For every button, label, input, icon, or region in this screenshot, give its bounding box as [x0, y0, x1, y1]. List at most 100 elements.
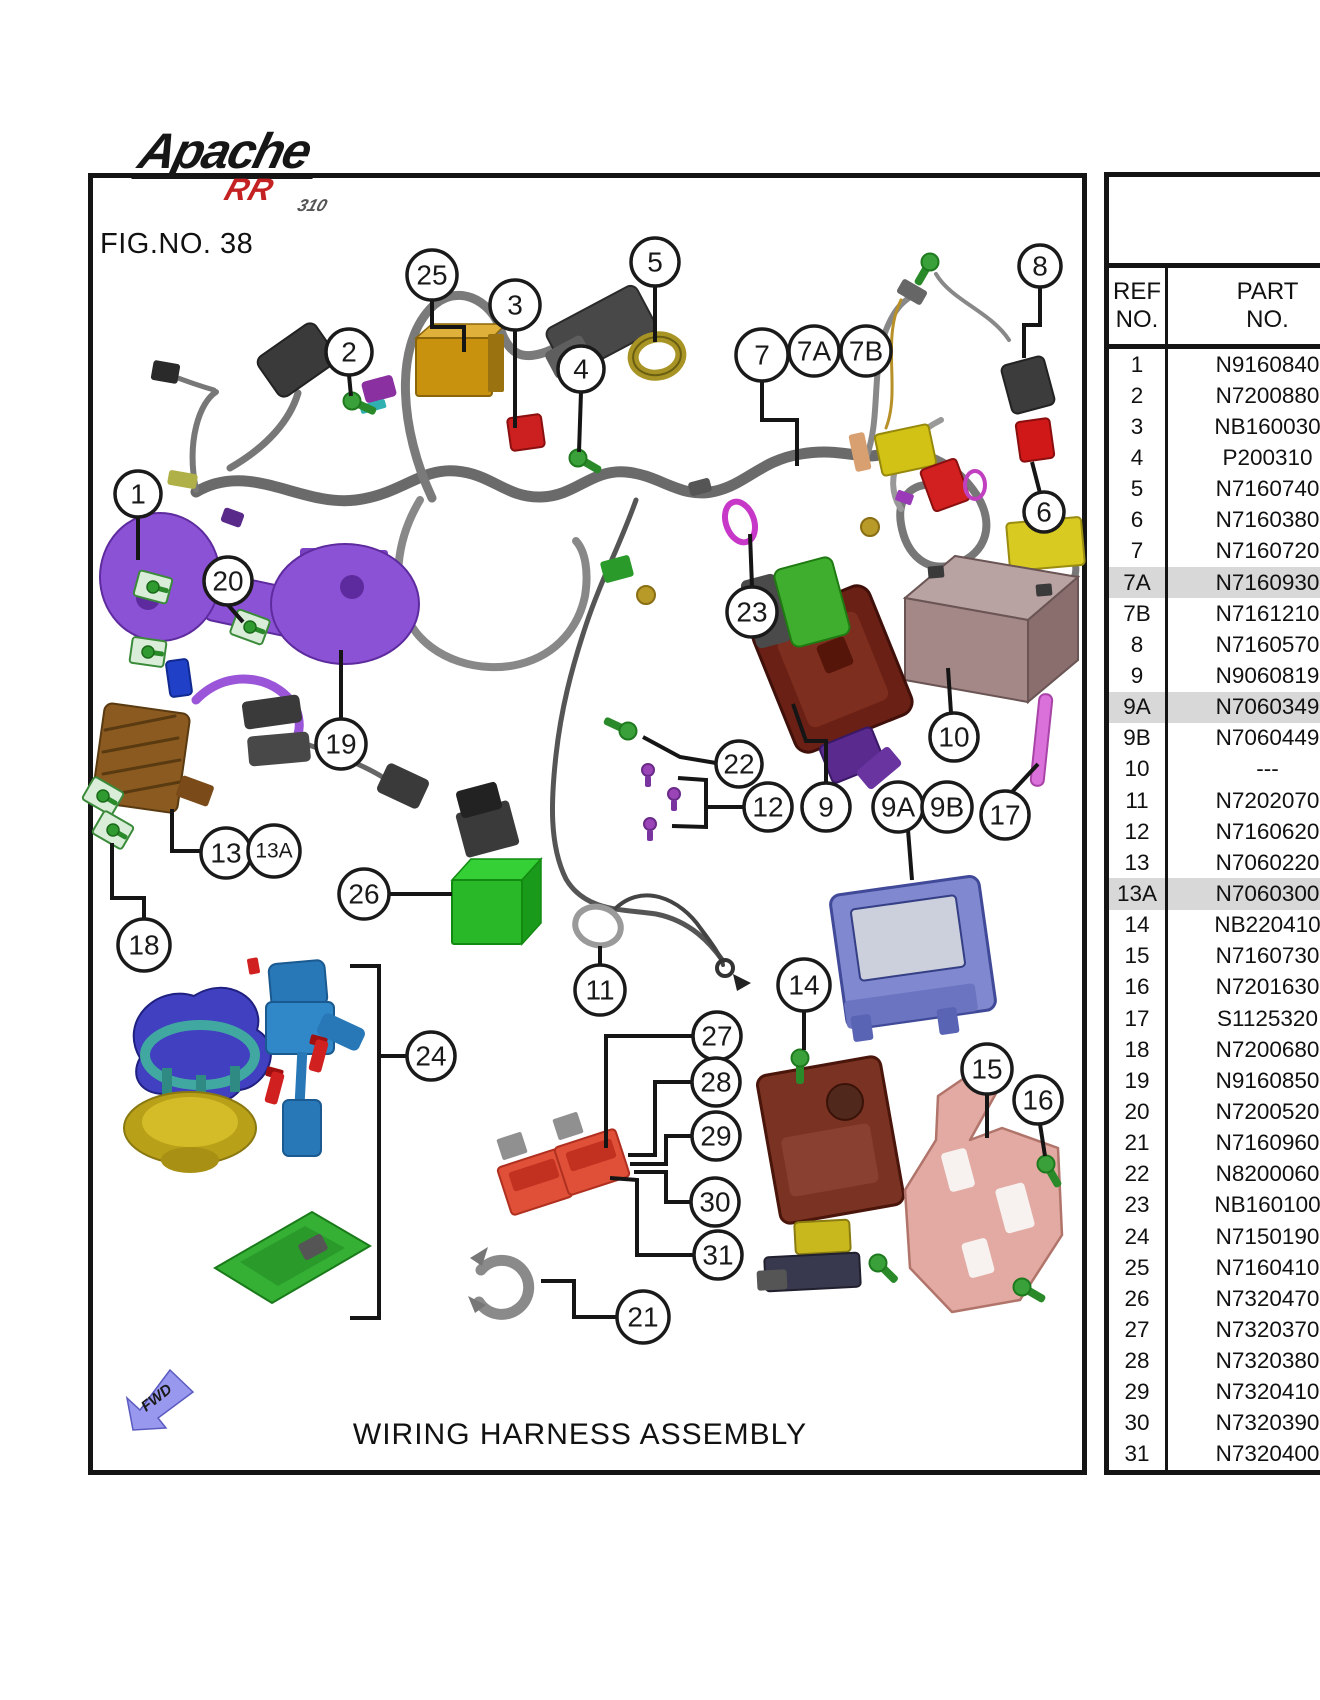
clip-khaki: [167, 470, 198, 489]
horn-19-hole: [340, 575, 364, 599]
part-header-line1: PART: [1236, 277, 1299, 305]
callout-leader-12: [677, 776, 744, 809]
callout-16: [1012, 1074, 1064, 1126]
part-no-cell: N7160380: [1165, 504, 1320, 536]
battery-terminal-a: [927, 565, 945, 579]
table-row: 31 N7320400: [1109, 1438, 1320, 1471]
ref-no-cell: 30: [1124, 1410, 1150, 1436]
ref-header-line2: NO.: [1115, 306, 1159, 333]
ref-no-cell: 4: [1130, 444, 1144, 470]
ring-terminal-lug: [733, 974, 751, 991]
part-no-cell: N7160720: [1165, 535, 1320, 567]
part-no-cell: S1125320: [1165, 1002, 1320, 1035]
callout-leader-13: [170, 809, 201, 853]
part-no-cell: N7201630: [1165, 971, 1320, 1003]
ref-no-cell: 19: [1124, 1067, 1150, 1093]
ref-no-cell: 9A: [1123, 694, 1151, 720]
callout-23: [725, 585, 779, 639]
callout-label-30: 30: [699, 1187, 730, 1218]
strip-17: [1029, 693, 1054, 787]
harness-branch-left: [226, 389, 302, 472]
relay-26-cap: [455, 781, 503, 819]
callout-leader-30: [634, 1170, 691, 1204]
plate-18-b: [106, 823, 120, 837]
part-no-cell: N7320400: [1165, 1438, 1320, 1471]
callout-label-17: 17: [989, 800, 1020, 831]
callout-28: [690, 1056, 742, 1108]
callout-7B: [839, 324, 893, 378]
ref-no-cell: 14: [1124, 912, 1150, 938]
part-no-cell: P200310: [1165, 442, 1320, 474]
callout-label-10: 10: [938, 722, 969, 753]
callout-11: [573, 963, 627, 1017]
ref-no-cell: 8: [1130, 631, 1144, 657]
ref-no-cell: 11: [1125, 787, 1149, 813]
callout-leader-20: [226, 603, 245, 624]
callout-label-14: 14: [788, 970, 819, 1001]
brand-logo-apache: Apache: [131, 123, 326, 179]
bracket-15-hole-a: [941, 1148, 975, 1192]
diagram-border: [88, 173, 1087, 1475]
ring-11: [572, 903, 624, 949]
part-no-cell: N7150190: [1165, 1220, 1320, 1253]
cluster-9ab-foot-a: [850, 1014, 874, 1042]
callout-29: [690, 1110, 742, 1162]
callout-14: [776, 957, 832, 1013]
ref-no-cell: 20: [1124, 1098, 1150, 1124]
part-no-cell: N7160740: [1165, 473, 1320, 505]
callout-label-13: 13: [210, 838, 241, 869]
callout-18: [116, 917, 172, 973]
callout-leader-18: [110, 843, 146, 919]
callout-label-12: 12: [752, 792, 783, 823]
callout-leader-9: [791, 703, 828, 783]
plate-20-c: [141, 645, 155, 659]
ecu-14-inner: [781, 1123, 879, 1197]
part-no-cell: N7200680: [1165, 1034, 1320, 1066]
harness-lower-loop: [394, 496, 591, 672]
ref-no-cell: 5: [1130, 476, 1144, 502]
ref-no-cell: 25: [1124, 1254, 1150, 1280]
callout-25: [405, 248, 459, 302]
pump-24-post-a: [162, 1068, 172, 1096]
relay-25-side: [488, 334, 504, 392]
connector-19-a: [241, 694, 303, 730]
ref-no-cell: 2: [1130, 382, 1144, 408]
ref-no-cell: 15: [1124, 943, 1150, 969]
pump-24-bolt-b: [308, 1039, 329, 1073]
callout-label-26: 26: [348, 879, 379, 910]
connector-yellow-a: [873, 423, 938, 477]
flasher-6: [1014, 417, 1056, 463]
pump-24-post-b: [196, 1075, 206, 1103]
ecu-14-base-tab: [756, 1269, 788, 1291]
callout-label-21: 21: [627, 1302, 658, 1333]
callout-9: [800, 781, 852, 833]
horn-19: [270, 543, 420, 665]
part-no-cell: N9160840: [1165, 349, 1320, 381]
callout-leader-6: [1030, 461, 1042, 494]
bolt-bracket-a: [868, 1253, 888, 1273]
pump-24-tip-red: [247, 957, 260, 975]
ring-23: [722, 498, 758, 546]
ref-no-cell: 17: [1124, 1005, 1150, 1031]
rectifier-13-fins: [101, 714, 182, 798]
callout-leader-16: [1038, 1123, 1047, 1157]
callout-20: [202, 555, 254, 607]
ref-no-cell: 21: [1124, 1130, 1150, 1156]
ref-no-cell: 31: [1124, 1441, 1150, 1467]
ref-no-cell: 7B: [1123, 600, 1151, 626]
callout-label-18: 18: [128, 930, 159, 961]
bolt-14: [790, 1048, 810, 1068]
ref-no-cell: 7: [1130, 538, 1144, 564]
callout-13A: [246, 823, 302, 879]
part-no-cell: N7320380: [1165, 1345, 1320, 1377]
